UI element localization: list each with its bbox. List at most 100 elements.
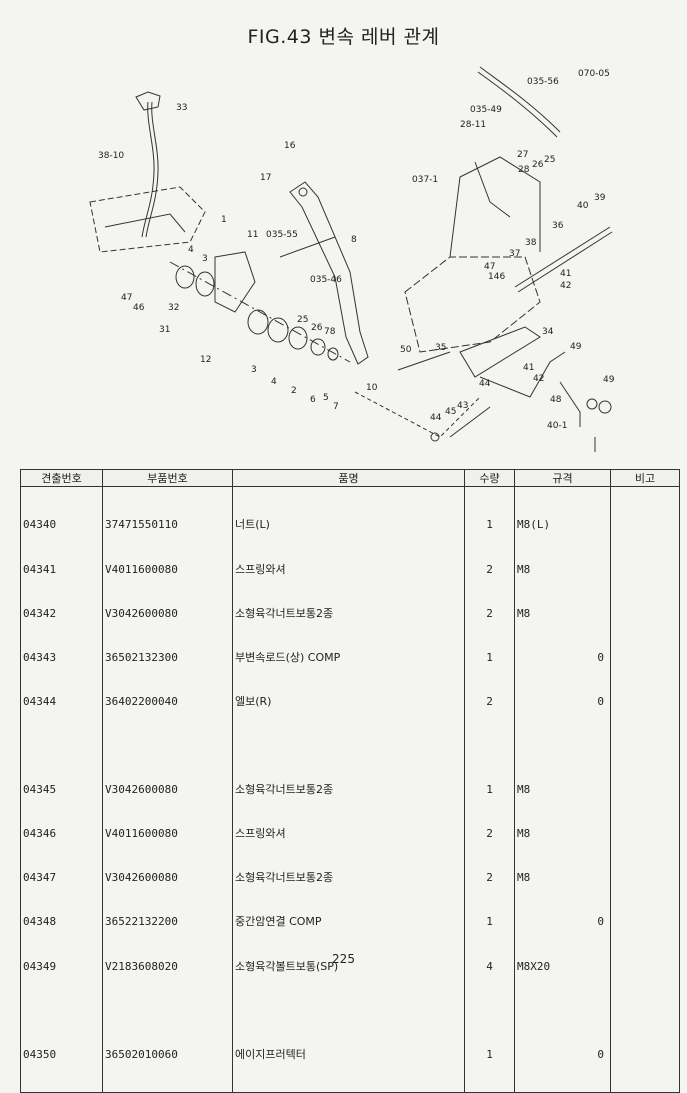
part-name-cell: 너트(L) (235, 518, 270, 532)
svg-text:27: 27 (517, 150, 528, 160)
svg-text:39: 39 (594, 193, 606, 203)
spec-cell: M8 (517, 606, 531, 620)
index-no-cell: 04340 (23, 518, 57, 532)
frame-right (404, 256, 541, 353)
quantity-cell: 2 (486, 871, 493, 885)
index-no-cell: 04345 (23, 783, 57, 797)
quantity-cell: 1 (486, 650, 493, 664)
svg-text:6: 6 (310, 395, 316, 405)
index-no-column: 04340 04341 04342 04343 04344 04345 0434… (20, 486, 103, 1093)
svg-text:38: 38 (525, 238, 537, 248)
svg-text:070-05: 070-05 (578, 69, 610, 79)
shift-lever (141, 101, 155, 238)
svg-text:12: 12 (200, 355, 211, 365)
part-name-cell: 중간암연결 COMP (235, 915, 322, 929)
part-no-cell (105, 1004, 230, 1019)
svg-text:35: 35 (435, 343, 446, 353)
index-no-cell: 04346 (23, 827, 57, 841)
svg-text:28: 28 (518, 165, 530, 175)
part-no-cell: V4011600080 (105, 827, 178, 841)
part-no-cell: V3042600080 (105, 606, 178, 620)
spec-cell: M8 (517, 871, 531, 885)
svg-text:26: 26 (532, 160, 544, 170)
diagram-callouts: 33 38-10 16 17 1 11 035-55 8 035-46 4 3 … (98, 69, 615, 431)
part-name-cell: 스프링와셔 (235, 827, 286, 841)
index-no-cell: 04350 (23, 1047, 57, 1061)
svg-text:47: 47 (484, 262, 495, 272)
arm-34 (459, 326, 541, 378)
quantity-column: 1 2 2 1 2 1 2 2 1 4 1 (464, 486, 515, 1093)
svg-text:31: 31 (159, 325, 170, 335)
svg-text:45: 45 (445, 407, 456, 417)
page-title: FIG.43 변속 레버 관계 (247, 26, 440, 48)
spec-cell (517, 739, 608, 754)
quantity-cell: 2 (486, 694, 493, 708)
index-no-cell: 04341 (23, 562, 57, 576)
svg-text:035-56: 035-56 (527, 77, 559, 87)
spec-cell: M8 (517, 827, 531, 841)
svg-text:40-1: 40-1 (547, 421, 567, 431)
part-name-cell: 스프링와셔 (235, 562, 286, 576)
svg-text:16: 16 (284, 141, 296, 151)
svg-text:37: 37 (509, 249, 520, 259)
quantity-cell: 1 (486, 518, 493, 532)
svg-text:47: 47 (121, 293, 132, 303)
svg-text:17: 17 (260, 173, 271, 183)
rod-50 (397, 351, 451, 371)
washer-1 (175, 265, 195, 289)
parts-table-container: 견출번호 부품번호 품명 수량 규격 비고 04340 04341 04342 … (20, 469, 680, 1093)
svg-text:25: 25 (544, 155, 555, 165)
part-name-cell: 부변속로드(상) COMP (235, 650, 341, 664)
part-name-cell: 엘보(R) (235, 694, 272, 708)
part-no-cell: 36402200040 (105, 694, 178, 708)
svg-text:48: 48 (550, 395, 562, 405)
bracket (214, 251, 256, 313)
spec-cell: 0 (597, 694, 604, 708)
quantity-cell: 2 (486, 827, 493, 841)
svg-text:035-46: 035-46 (310, 275, 342, 285)
svg-text:3: 3 (202, 254, 208, 264)
part-no-cell: V3042600080 (105, 783, 178, 797)
spec-cell: 0 (597, 915, 604, 929)
part-no-cell: 36522132200 (105, 915, 178, 929)
svg-text:32: 32 (168, 303, 179, 313)
svg-text:7: 7 (333, 402, 339, 412)
spec-cell: 0 (597, 650, 604, 664)
svg-text:36: 36 (552, 221, 564, 231)
svg-text:035-49: 035-49 (470, 105, 502, 115)
table-header-row: 견출번호 부품번호 품명 수량 규격 비고 (20, 469, 680, 487)
parts-table: 견출번호 부품번호 품명 수량 규격 비고 04340 04341 04342 … (20, 469, 680, 1093)
index-no-cell: 04347 (23, 871, 57, 885)
rod-36 (514, 226, 611, 288)
index-no-cell: 04344 (23, 694, 57, 708)
svg-text:2: 2 (291, 386, 297, 396)
index-no-cell (23, 739, 100, 754)
remarks-column (610, 486, 680, 1093)
svg-text:1: 1 (221, 215, 227, 225)
svg-text:78: 78 (324, 327, 336, 337)
part-name-cell: 소형육각너트보통2종 (235, 871, 334, 885)
part-name-cell: 소형육각너트보통2종 (235, 606, 334, 620)
header-remarks: 비고 (610, 469, 680, 487)
spec-cell (517, 1004, 608, 1019)
svg-text:25: 25 (297, 315, 308, 325)
header-quantity: 수량 (464, 469, 515, 487)
housing-plate (89, 186, 206, 253)
quantity-cell (467, 739, 512, 754)
svg-text:28-11: 28-11 (460, 120, 486, 130)
washer-2 (195, 271, 215, 297)
header-part-name: 품명 (232, 469, 465, 487)
svg-text:43: 43 (457, 401, 468, 411)
svg-text:50: 50 (400, 345, 412, 355)
page-number: 225 (332, 952, 355, 966)
table-body-row: 04340 04341 04342 04343 04344 04345 0434… (20, 486, 680, 1093)
part-no-cell: 36502132300 (105, 650, 178, 664)
header-part-no: 부품번호 (102, 469, 233, 487)
part-no-cell (105, 739, 230, 754)
quantity-cell: 2 (486, 562, 493, 576)
svg-text:037-1: 037-1 (412, 175, 438, 185)
svg-text:035-55: 035-55 (266, 230, 298, 240)
part-name-cell (235, 1004, 462, 1019)
quantity-cell: 1 (486, 1047, 493, 1061)
index-no-cell: 04348 (23, 915, 57, 929)
